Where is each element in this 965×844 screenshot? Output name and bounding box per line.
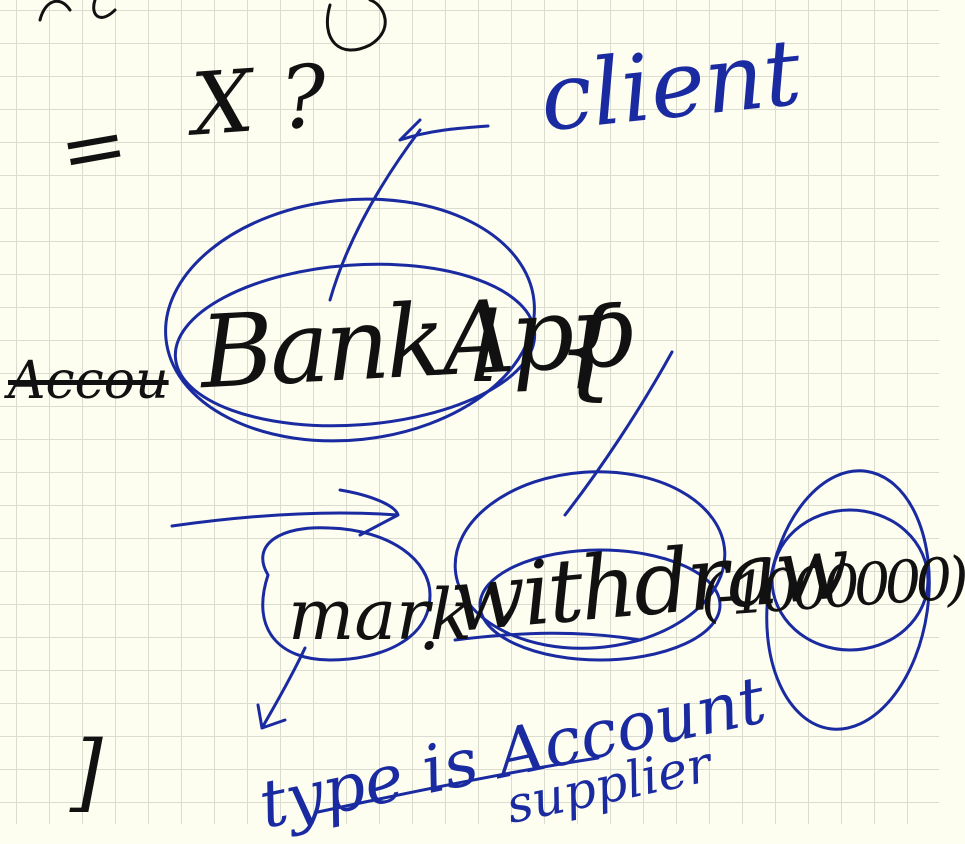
mark-arrow bbox=[170, 488, 400, 537]
open-brace: { bbox=[555, 283, 625, 411]
brace-line bbox=[563, 350, 674, 517]
equals-sign: = bbox=[52, 95, 135, 200]
class-suffix: l bbox=[470, 292, 501, 404]
type-arrow bbox=[256, 646, 307, 730]
type-underline bbox=[316, 756, 600, 814]
receiver-name: mark bbox=[288, 574, 472, 656]
class-circle-outer bbox=[164, 197, 536, 443]
client-label: client bbox=[535, 18, 806, 153]
close-brace: ] bbox=[70, 723, 103, 821]
method-circle-outer bbox=[453, 470, 727, 650]
top-expression: X ? bbox=[188, 46, 330, 156]
method-circle-inner bbox=[478, 548, 722, 662]
method-underline bbox=[453, 631, 642, 642]
mark-circle bbox=[261, 526, 432, 662]
ink-annotations bbox=[38, 0, 931, 814]
client-arrow bbox=[328, 118, 490, 302]
method-argument: (-1000000) bbox=[697, 543, 965, 631]
dot-operator: . bbox=[418, 584, 441, 666]
arg-circle-outer bbox=[765, 469, 931, 731]
class-prefix: Accou bbox=[8, 351, 169, 411]
top-scribble bbox=[38, 0, 387, 52]
class-circle-inner bbox=[173, 262, 537, 428]
arg-circle-inner bbox=[770, 508, 930, 652]
